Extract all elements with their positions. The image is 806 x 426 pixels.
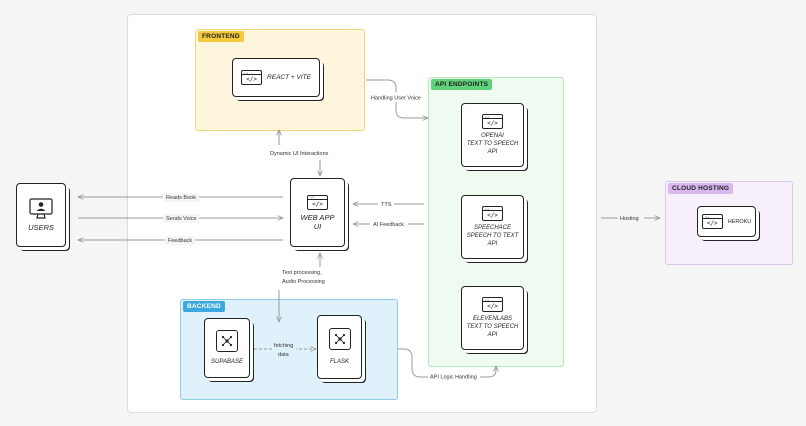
database-icon	[216, 330, 238, 352]
backend-tag: BACKEND	[183, 301, 225, 312]
code-window-icon: •••</>	[241, 70, 263, 85]
node-speechace[interactable]: •••</> SPEECHACE SPEECH TO TEXT API	[461, 195, 524, 259]
node-users[interactable]: USERS	[16, 183, 66, 247]
label-handling-user-voice: Handling User Voice	[371, 96, 421, 102]
code-window-icon: •••</>	[482, 297, 503, 312]
database-icon	[328, 328, 351, 350]
node-react-vite-label: REACT + VITE	[267, 73, 311, 81]
label-feedback: Feedback	[168, 238, 192, 244]
code-window-icon: •••</>	[307, 194, 328, 210]
node-elevenlabs-label: ELEVENLABS TEXT TO SPEECH API	[466, 316, 519, 338]
code-window-icon: •••</>	[482, 206, 503, 221]
cloud-hosting-group: CLOUD HOSTING	[665, 181, 793, 265]
label-tts: TTS	[381, 202, 392, 208]
node-flask-label: FLASK	[329, 359, 349, 365]
node-web-app-label: WEB APP UI	[300, 212, 335, 231]
node-speechace-label: SPEECHACE SPEECH TO TEXT API	[466, 225, 519, 247]
code-window-icon: •••</>	[482, 114, 503, 129]
label-sends-voice: Sends Voice	[166, 216, 197, 222]
label-text-processing-2: Audio Processing	[282, 279, 325, 285]
api-endpoints-tag: API ENDPOINTS	[431, 79, 493, 90]
label-fetching-1: fetching	[274, 343, 293, 349]
label-dynamic-ui: Dynamic UI Interactions	[270, 151, 329, 157]
label-ai-feedback: AI Feedback	[373, 222, 404, 228]
node-supabase-label: SUPABASE	[211, 359, 243, 365]
cloud-hosting-tag: CLOUD HOSTING	[668, 183, 734, 194]
node-react-vite[interactable]: •••</> REACT + VITE	[232, 58, 320, 97]
node-users-label: USERS	[28, 223, 54, 232]
node-heroku-label: HEROKU	[727, 218, 752, 225]
node-heroku[interactable]: •••</> HEROKU	[697, 206, 756, 237]
node-elevenlabs[interactable]: •••</> ELEVENLABS TEXT TO SPEECH API	[461, 286, 524, 350]
label-text-processing-1: Text processing,	[282, 270, 322, 276]
label-fetching-2: data	[278, 352, 290, 358]
label-hosting: Hosting	[620, 216, 639, 222]
node-openai[interactable]: •••</> OPENAI TEXT TO SPEECH API	[461, 103, 524, 167]
node-openai-label: OPENAI TEXT TO SPEECH API	[466, 133, 519, 155]
node-flask[interactable]: FLASK	[317, 315, 362, 379]
label-api-logic: API Logic Handling	[430, 375, 477, 381]
frontend-tag: FRONTEND	[198, 31, 244, 42]
node-web-app[interactable]: •••</> WEB APP UI	[290, 178, 345, 247]
label-reads-book: Reads Book	[166, 195, 196, 201]
code-window-icon: •••</>	[701, 214, 723, 229]
monitor-user-icon	[29, 198, 53, 219]
node-supabase[interactable]: SUPABASE	[204, 318, 250, 378]
edge-api-logic	[398, 348, 496, 378]
